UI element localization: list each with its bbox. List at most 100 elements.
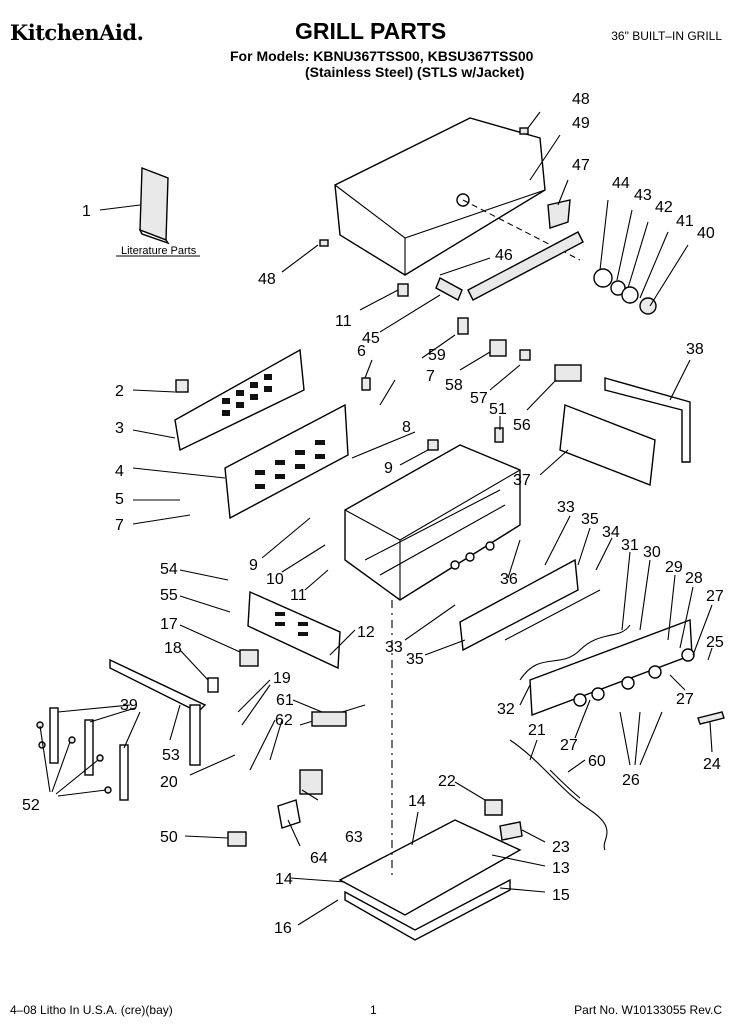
hood [334,117,581,276]
product-type: 36" BUILT–IN GRILL [611,29,722,43]
callout-48: 48 [258,271,276,288]
callout-45: 45 [362,330,380,347]
callout-32: 32 [497,701,515,718]
callout-20: 20 [160,774,178,791]
callout-4: 4 [115,463,124,480]
drip-tray [338,600,523,941]
callout-27: 27 [706,588,724,605]
callout-18: 18 [164,640,182,657]
callout-61: 61 [276,692,294,709]
callout-57: 57 [470,390,488,407]
callout-19: 19 [273,670,291,687]
callout-36: 36 [500,571,518,588]
callout-63: 63 [345,829,363,846]
callout-62: 62 [275,712,293,729]
callout-13: 13 [552,860,570,877]
callout-64: 64 [310,850,328,867]
callout-52: 52 [22,797,40,814]
callout-28: 28 [685,570,703,587]
support-legs [36,658,207,801]
variants-line: (Stainless Steel) (STLS w/Jacket) [305,64,525,80]
small-hardware [175,127,582,451]
callout-34: 34 [602,524,620,541]
callout-35: 35 [581,511,599,528]
rotisserie-knob-parts [593,268,657,315]
callout-40: 40 [697,225,715,242]
callout-26: 26 [622,772,640,789]
callout-43: 43 [634,187,652,204]
callout-5: 5 [115,491,124,508]
callout-33: 33 [385,639,403,656]
firebox [344,444,521,601]
page-title: GRILL PARTS [295,18,447,44]
burner-manifold [459,558,601,652]
callout-9: 9 [249,557,258,574]
callout-27: 27 [676,691,694,708]
callout-39: 39 [120,697,138,714]
callout-8: 8 [402,419,411,436]
callout-2: 2 [115,383,124,400]
callout-14: 14 [408,793,426,810]
callout-56: 56 [513,417,531,434]
callout-48: 48 [572,91,590,108]
callout-16: 16 [274,920,292,937]
callout-1: 1 [82,203,91,220]
hood-handle [435,199,584,301]
leader-lines [39,111,713,926]
callout-23: 23 [552,839,570,856]
control-panel [529,619,695,716]
footer-part-number: Part No. W10133055 Rev.C [574,1003,722,1017]
small-label-plate [697,711,725,725]
callout-17: 17 [160,616,178,633]
callout-41: 41 [676,213,694,230]
callout-numbers: 4849474443424140148461145596585773823515… [22,91,724,937]
brand-logo: KitchenAid. [10,20,144,45]
callout-33: 33 [557,499,575,516]
callout-38: 38 [686,341,704,358]
callout-14: 14 [275,871,293,888]
callout-35: 35 [406,651,424,668]
callout-10: 10 [266,571,284,588]
left-side-panel [247,590,341,670]
callout-42: 42 [655,199,673,216]
callout-47: 47 [572,157,590,174]
callout-11: 11 [335,313,352,330]
front-vent-panel [224,403,349,520]
models-line: For Models: KBNU367TSS00, KBSU367TSS00 [230,48,534,64]
callout-15: 15 [552,887,570,904]
electrical-components [207,649,366,847]
callout-11: 11 [290,587,307,604]
callout-24: 24 [703,756,721,773]
callout-9: 9 [384,460,393,477]
callout-58: 58 [445,377,463,394]
callout-49: 49 [572,115,590,132]
literature-parts-label: Literature Parts [121,245,197,257]
callout-6: 6 [357,343,366,360]
callout-25: 25 [706,634,724,651]
callout-27: 27 [560,737,578,754]
callout-46: 46 [495,247,513,264]
callout-60: 60 [588,753,606,770]
callout-59: 59 [428,347,446,364]
callout-50: 50 [160,829,178,846]
footer-litho: 4–08 Litho In U.S.A. (cre)(bay) [10,1003,173,1017]
callout-53: 53 [162,747,180,764]
rear-vent-panel [174,348,305,452]
callout-7: 7 [426,368,435,385]
callout-37: 37 [513,472,531,489]
callout-3: 3 [115,420,124,437]
callout-51: 51 [489,401,507,418]
callout-54: 54 [160,561,178,578]
callout-31: 31 [621,537,639,554]
callout-12: 12 [357,624,375,641]
callout-30: 30 [643,544,661,561]
callout-22: 22 [438,773,456,790]
callout-29: 29 [665,559,683,576]
wiring [509,624,631,851]
right-side-panel [559,377,691,486]
callout-55: 55 [160,587,178,604]
callout-44: 44 [612,175,630,192]
literature-booklet [116,166,200,257]
